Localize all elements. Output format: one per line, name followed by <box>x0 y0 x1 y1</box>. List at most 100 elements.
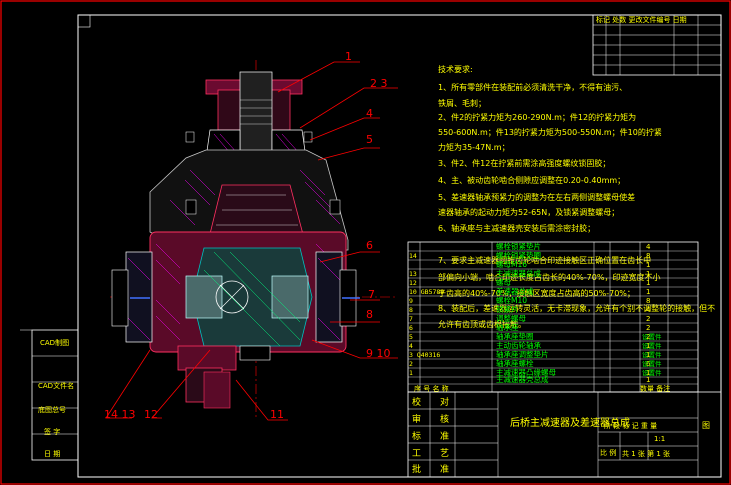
note-line: 速器轴承的起动力矩为52-65N，及锁紧调整螺母； <box>438 207 619 217</box>
left-strip-row: 签 字 <box>44 427 60 436</box>
bom-code: 14 <box>409 252 417 260</box>
lower-nut <box>239 345 271 361</box>
bom-code: 3 Q40316 <box>409 351 440 359</box>
bom-qty: 1 <box>646 261 650 269</box>
balloon-label: 6 <box>366 239 373 252</box>
title-role: 校 <box>412 396 421 408</box>
assembly-drawing <box>110 60 395 420</box>
bom-note: 设置件 <box>642 368 662 377</box>
bom-qty: 4 <box>646 243 651 251</box>
scale-value: 1:1 <box>654 435 665 443</box>
title-role: 核 <box>440 413 449 425</box>
bom-name: 差速器总成 <box>496 286 534 296</box>
note-line: 1、所有零部件在装配前必须清洗干净，不得有油污、 <box>438 82 627 92</box>
bom-name: 主动齿轮轴承 <box>496 340 541 350</box>
technical-notes: 技术要求: 1、所有零部件在装配前必须清洗干净，不得有油污、 铁屑、毛刺； 2、… <box>438 64 715 329</box>
balloon-label: 1 <box>345 50 352 63</box>
bom-note: 设置件 <box>642 350 662 359</box>
bom-name: 轴承座调整垫片 <box>496 349 549 359</box>
note-line: 铁屑、毛刺； <box>438 98 486 108</box>
note-line: 允许有齿顶或齿根接触。 <box>438 319 526 329</box>
left-strip: CAD制图 CAD文件名 底图总号 签 字 日 期 <box>20 329 79 461</box>
side-bearing-right <box>315 251 343 343</box>
bom-qty: 1 <box>646 270 650 278</box>
bom-code: 7 <box>409 315 413 323</box>
leader-lines <box>105 61 398 421</box>
note-line: 5、差速器轴承预紧力的调整为在左右两侧调整螺母使差 <box>438 192 635 202</box>
balloon-label: 4 <box>366 107 373 120</box>
bom-qty: 1 <box>646 288 650 296</box>
adjusting-nut-left <box>111 269 129 327</box>
bom-note: 设置件 <box>642 341 662 350</box>
bom-name: 调整螺母 <box>496 313 526 323</box>
note-line: 3、件2、件12在拧紧前需涂高强度螺纹锁固胶； <box>438 158 610 168</box>
note-line: 8、装配后，差速器运转灵活，无卡滞现象，允许有个别不调整轮的接触，但不 <box>438 303 715 313</box>
title-role: 准 <box>440 431 449 442</box>
bom-code: 6 <box>409 324 413 332</box>
bom-name: 主减速器总成 <box>496 268 541 278</box>
bom-qty: 6 <box>646 360 651 368</box>
title-role: 标 <box>412 430 421 442</box>
title-role: 审 <box>412 413 421 425</box>
bom-code: 5 <box>409 333 413 341</box>
bom-name: 螺栓锁紧垫片 <box>496 241 541 251</box>
bom-name: 轴承座 <box>496 322 519 332</box>
drawing-title: 后桥主减速器及差速器总成 <box>510 416 630 429</box>
balloon-label: 2 3 <box>370 77 388 90</box>
balloon-label: 12 <box>144 408 158 421</box>
balloon-label: 9 10 <box>366 347 391 360</box>
left-strip-row: 底图总号 <box>38 405 66 414</box>
bom-code: 13 <box>409 270 417 278</box>
note-line: 2、件2的拧紧力矩为260-290N.m；件12的拧紧力矩为 <box>438 112 636 122</box>
note-line: 550-600N.m；件13的拧紧力矩为500-550N.m；件10的拧紧 <box>438 127 662 137</box>
title-role: 艺 <box>440 448 449 459</box>
left-strip-row: 日 期 <box>44 450 60 458</box>
note-line: 力矩为35-47N.m； <box>438 142 510 152</box>
bom-name: 轴承座垫圈 <box>496 331 534 341</box>
scale-label: 比 例 <box>600 448 616 457</box>
bom-qty: 4 <box>646 306 651 314</box>
bom-name: 主减速器凸缘螺母 <box>496 367 556 377</box>
title-role: 工 <box>412 449 421 459</box>
note-line: 部偏向小端，啮合印迹长度占齿长的40%-70%，印迹宽度不小 <box>438 272 660 282</box>
side-gear-right <box>271 275 309 319</box>
title-block: 校 对 审 核 标 准 工 艺 批 准 后桥主减速器及差速器总成 阶 段 标 记… <box>407 391 722 478</box>
stage-labels: 阶 段 标 记 重 量 <box>604 421 657 430</box>
bom-name: 锁紧片 <box>496 304 519 314</box>
balloon-label: 5 <box>366 133 373 146</box>
left-strip-row: CAD制图 <box>40 338 69 347</box>
bom-qty: 2 <box>646 315 650 323</box>
cross-shaft-circle <box>215 280 249 314</box>
bom-code: 4 <box>409 342 413 350</box>
bom-table: 14 13 12 10 GB5789 9 8 7 6 5 4 3 Q40316 … <box>407 241 699 393</box>
bom-header-right: 数量 备注 <box>640 384 670 393</box>
side-mark: 图 <box>702 421 710 430</box>
bom-name: 主减速器壳总成 <box>496 374 549 384</box>
bom-code: 2 <box>409 360 413 368</box>
bom-header-row: 序 号 名 称 <box>414 384 449 393</box>
bom-name: 轴承座螺栓 <box>496 358 534 368</box>
bom-note: 设置件 <box>642 332 662 341</box>
bom-code: 9 <box>409 297 413 305</box>
left-strip-row: CAD文件名 <box>38 381 74 390</box>
bom-qty: 1 <box>646 342 650 350</box>
side-bearing-left <box>125 251 153 343</box>
note-line: 6、轴承座与主减速器壳安装后需涂密封胶； <box>438 223 595 233</box>
bom-name: 螺栓锁紧垫圈 <box>496 250 541 260</box>
balloon-label: 14 13 <box>104 408 136 421</box>
bom-name: 螺母 <box>496 277 511 287</box>
notes-heading: 技术要求: <box>438 64 473 74</box>
bom-qty: 2 <box>646 333 650 341</box>
title-role: 批 <box>412 463 421 475</box>
bom-qty: 2 <box>646 324 650 332</box>
bom-code: 10 GB5789 <box>409 288 444 296</box>
note-line: 于齿高的40%-70%，接触区宽度占齿高的50%-70%； <box>438 288 635 298</box>
sheet-count: 共 1 张 第 1 张 <box>622 449 670 458</box>
title-role: 对 <box>440 396 449 408</box>
bom-qty: 1 <box>646 279 650 287</box>
revision-block: 标记 处数 更改文件编号 日期 <box>592 14 722 76</box>
balloon-label: 8 <box>366 308 373 321</box>
balloon-label: 11 <box>270 408 284 421</box>
